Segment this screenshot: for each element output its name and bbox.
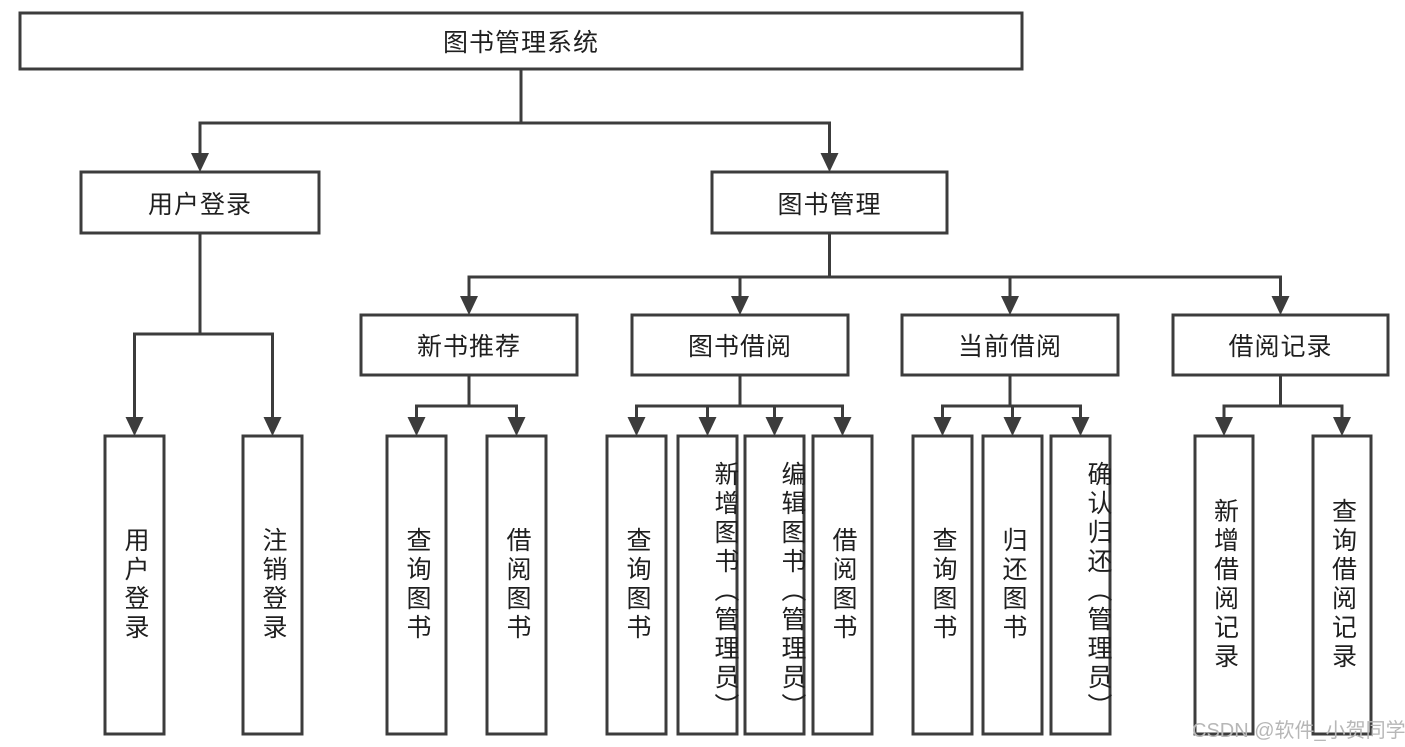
arrow-icon-leaf-confirm-return xyxy=(1071,417,1090,436)
arrow-icon-new-book-recommend xyxy=(460,296,478,315)
node-box-leaf-add-borrow-record[interactable] xyxy=(1193,434,1255,736)
node-box-leaf-query-book-current[interactable] xyxy=(911,434,974,736)
node-box-borrow-record[interactable] xyxy=(1171,313,1390,377)
arrow-icon-book-manage xyxy=(820,153,839,172)
arrow-icon-leaf-edit-book xyxy=(765,417,784,436)
node-box-leaf-query-book-recommend[interactable] xyxy=(385,434,448,736)
arrow-icon-leaf-user-login xyxy=(125,417,144,436)
node-box-book-manage[interactable] xyxy=(710,170,949,235)
node-box-user-login[interactable] xyxy=(79,170,321,235)
node-box-leaf-query-borrow-record[interactable] xyxy=(1311,434,1373,736)
node-box-leaf-user-login[interactable] xyxy=(103,434,166,736)
arrow-icon-leaf-return-book xyxy=(1003,417,1022,436)
box-layer xyxy=(18,11,1390,736)
node-box-leaf-confirm-return[interactable] xyxy=(1049,434,1112,736)
node-box-current-borrow[interactable] xyxy=(900,313,1120,377)
node-box-book-borrow[interactable] xyxy=(630,313,850,377)
arrow-icon-leaf-add-borrow-record xyxy=(1215,417,1233,436)
node-box-leaf-return-book[interactable] xyxy=(981,434,1044,736)
node-box-new-book-recommend[interactable] xyxy=(359,313,579,377)
node-box-leaf-edit-book[interactable] xyxy=(743,434,806,736)
arrow-icon-leaf-query-borrow-record xyxy=(1333,417,1351,436)
node-box-root[interactable] xyxy=(18,11,1024,71)
arrow-icon-leaf-borrow-book xyxy=(833,417,852,436)
arrow-icon-leaf-query-book-current xyxy=(933,417,952,436)
arrow-icon-leaf-borrow-book-recommend xyxy=(507,417,526,436)
node-box-leaf-borrow-book-recommend[interactable] xyxy=(485,434,548,736)
arrow-icon-current-borrow xyxy=(1001,296,1019,315)
node-box-leaf-borrow-book[interactable] xyxy=(811,434,874,736)
arrow-icon-book-borrow xyxy=(731,296,749,315)
node-box-leaf-logout-login[interactable] xyxy=(241,434,304,736)
arrow-icon-leaf-add-book xyxy=(698,417,717,436)
arrow-icon-user-login xyxy=(191,153,209,172)
arrow-icon-leaf-query-book-recommend xyxy=(407,417,426,436)
watermark: CSDN @软件_小贺同学 xyxy=(1192,720,1405,742)
arrow-icon-borrow-record xyxy=(1271,296,1290,315)
connector-layer xyxy=(125,67,1351,436)
arrow-icon-leaf-logout-login xyxy=(263,417,282,436)
node-box-leaf-query-book-borrow[interactable] xyxy=(605,434,668,736)
node-box-leaf-add-book[interactable] xyxy=(676,434,739,736)
arrow-icon-leaf-query-book-borrow xyxy=(627,417,646,436)
